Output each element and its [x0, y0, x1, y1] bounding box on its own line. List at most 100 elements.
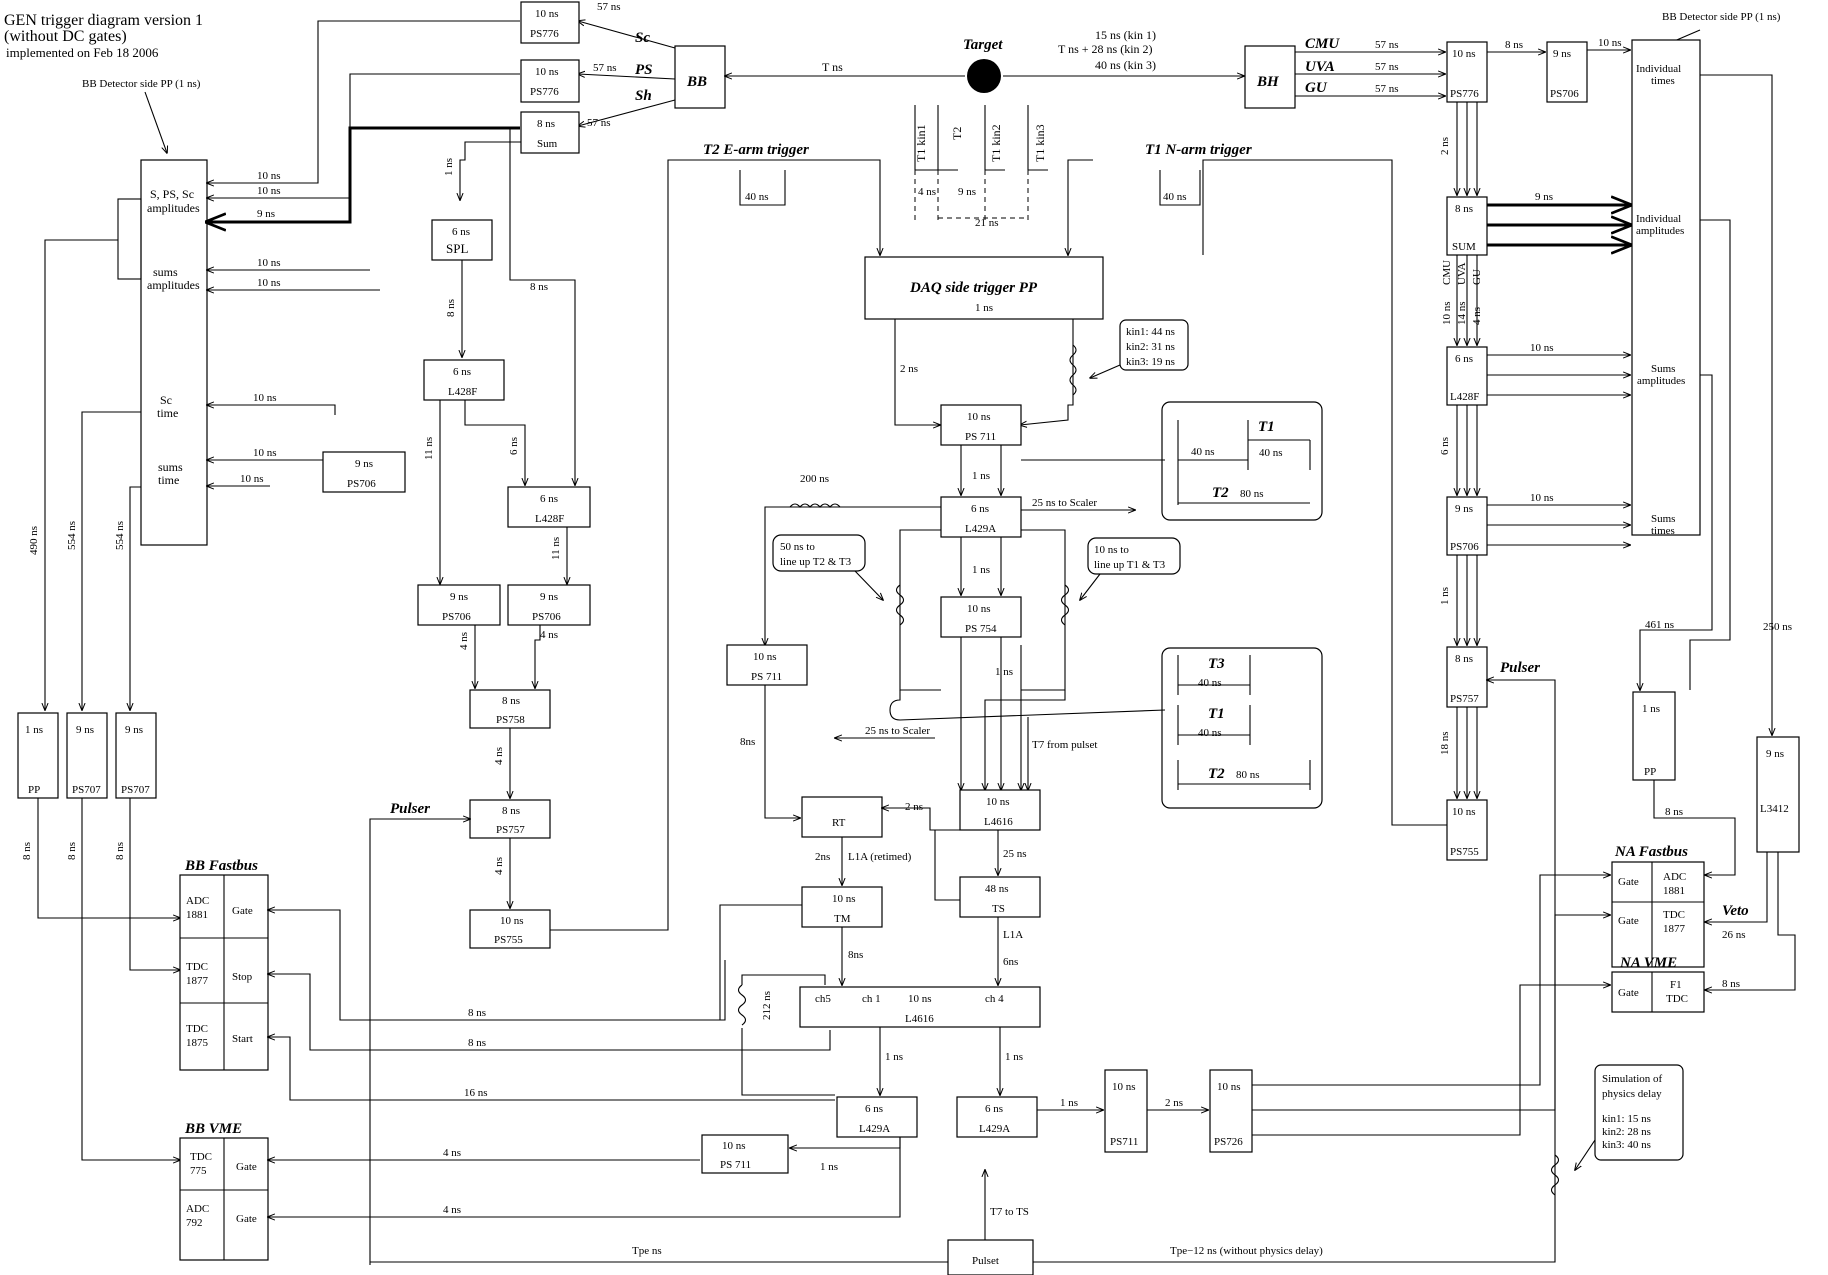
- svg-text:SPL: SPL: [446, 241, 468, 256]
- svg-text:Gate: Gate: [236, 1213, 257, 1225]
- svg-text:8 ns: 8 ns: [1455, 653, 1473, 665]
- bh-label: BH: [1256, 74, 1280, 90]
- svg-text:57 ns: 57 ns: [587, 117, 611, 129]
- svg-text:L4616: L4616: [905, 1013, 934, 1025]
- svg-text:PP: PP: [28, 784, 40, 796]
- t2-e-arm-label: T2 E-arm trigger: [703, 142, 809, 158]
- svg-text:10 ns: 10 ns: [535, 8, 559, 20]
- svg-text:amplitudes: amplitudes: [147, 201, 200, 215]
- svg-text:sums: sums: [153, 265, 178, 279]
- target-label: Target: [963, 37, 1003, 53]
- svg-text:line up T1 & T3: line up T1 & T3: [1094, 559, 1166, 571]
- svg-text:PS758: PS758: [496, 714, 525, 726]
- svg-text:PS706: PS706: [532, 611, 561, 623]
- delay-coil-kin: [1069, 344, 1077, 396]
- svg-text:PS711: PS711: [1110, 1136, 1138, 1148]
- svg-text:40 ns: 40 ns: [1259, 447, 1283, 459]
- module-ps776-sc: 10 ns PS776: [520, 1, 580, 44]
- title-line-2: (without DC gates): [4, 28, 127, 45]
- diagram-title: GEN trigger diagram version 1 (without D…: [4, 12, 203, 60]
- svg-text:8 ns: 8 ns: [66, 842, 78, 860]
- svg-text:775: 775: [190, 1165, 207, 1177]
- svg-text:8 ns: 8 ns: [502, 695, 520, 707]
- svg-text:PS706: PS706: [1450, 541, 1479, 553]
- module-l4616-big: ch5 ch 1 10 ns ch 4 L4616: [799, 986, 1041, 1028]
- svg-text:T3: T3: [1208, 656, 1225, 672]
- svg-text:Stop: Stop: [232, 971, 253, 983]
- delay-coil-t2: [895, 584, 905, 626]
- svg-text:25 ns to Scaler: 25 ns to Scaler: [1032, 497, 1097, 509]
- trigger-slots: T1 kin1 T2 T1 kin2 T1 kin3 4 ns 9 ns 21 …: [914, 105, 1048, 229]
- svg-text:time: time: [157, 406, 178, 420]
- svg-text:1877: 1877: [186, 975, 209, 987]
- module-ps711-mid: 10 ns PS 711: [726, 644, 808, 686]
- svg-text:PS757: PS757: [1450, 693, 1479, 705]
- svg-text:554 ns: 554 ns: [114, 521, 126, 550]
- svg-text:kin1: 44 ns: kin1: 44 ns: [1126, 326, 1175, 338]
- svg-text:10 ns: 10 ns: [257, 257, 281, 269]
- svg-text:SUM: SUM: [1452, 241, 1476, 253]
- svg-text:50 ns to: 50 ns to: [780, 541, 815, 553]
- svg-text:PS707: PS707: [121, 784, 150, 796]
- svg-text:TDC: TDC: [186, 1023, 208, 1035]
- svg-text:L1A: L1A: [1003, 929, 1023, 941]
- svg-text:4 ns: 4 ns: [458, 632, 470, 650]
- delay-coil-212: [737, 984, 747, 1026]
- svg-text:kin1: 15 ns: kin1: 15 ns: [1602, 1113, 1651, 1125]
- title-line-3: implemented on Feb 18 2006: [6, 45, 159, 60]
- svg-text:80 ns: 80 ns: [1240, 488, 1264, 500]
- svg-text:8 ns: 8 ns: [1505, 39, 1523, 51]
- svg-text:T7 to TS: T7 to TS: [990, 1206, 1029, 1218]
- svg-text:8 ns: 8 ns: [468, 1007, 486, 1019]
- pulser-left-label: Pulser: [390, 801, 430, 817]
- na-vme-label: NA VME: [1619, 955, 1677, 971]
- svg-text:40 ns: 40 ns: [1198, 677, 1222, 689]
- svg-text:4 ns: 4 ns: [443, 1147, 461, 1159]
- svg-text:PS706: PS706: [442, 611, 471, 623]
- module-ps707-a: 9 ns PS707: [66, 712, 108, 799]
- svg-text:amplitudes: amplitudes: [1637, 375, 1685, 387]
- svg-text:8 ns: 8 ns: [468, 1037, 486, 1049]
- svg-text:2ns: 2ns: [815, 851, 830, 863]
- svg-text:10 ns: 10 ns: [1441, 301, 1453, 325]
- svg-text:6 ns: 6 ns: [453, 366, 471, 378]
- svg-text:1881: 1881: [1663, 885, 1685, 897]
- bb-detector-box: [674, 45, 726, 109]
- svg-text:8 ns: 8 ns: [1665, 806, 1683, 818]
- svg-text:4 ns: 4 ns: [1471, 307, 1483, 325]
- svg-text:1 ns: 1 ns: [25, 724, 43, 736]
- svg-text:792: 792: [186, 1217, 203, 1229]
- svg-text:21 ns: 21 ns: [975, 217, 999, 229]
- svg-text:9 ns: 9 ns: [1553, 48, 1571, 60]
- svg-text:40 ns: 40 ns: [1163, 191, 1187, 203]
- svg-text:10 ns: 10 ns: [1530, 342, 1554, 354]
- svg-text:10 ns: 10 ns: [908, 993, 932, 1005]
- svg-text:kin3: 40 ns: kin3: 40 ns: [1602, 1139, 1651, 1151]
- svg-text:8 ns: 8 ns: [530, 281, 548, 293]
- svg-text:6 ns: 6 ns: [985, 1103, 1003, 1115]
- ps-label: PS: [635, 62, 653, 78]
- t-ns-label: T ns: [822, 60, 843, 74]
- title-line-1: GEN trigger diagram version 1: [4, 12, 203, 29]
- svg-text:ch 1: ch 1: [862, 993, 881, 1005]
- svg-text:490 ns: 490 ns: [28, 526, 40, 555]
- svg-text:8 ns: 8 ns: [537, 118, 555, 130]
- module-pp-r: 1 ns PP: [1632, 691, 1676, 781]
- svg-text:TS: TS: [992, 903, 1005, 915]
- module-ps758: 8 ns PS758: [469, 689, 551, 729]
- svg-text:DAQ side trigger PP: DAQ side trigger PP: [909, 280, 1038, 296]
- module-l428f-1: 6 ns L428F: [423, 359, 505, 401]
- svg-text:4 ns: 4 ns: [540, 629, 558, 641]
- svg-text:10 ns: 10 ns: [986, 796, 1010, 808]
- svg-text:9 ns: 9 ns: [958, 186, 976, 198]
- svg-text:11 ns: 11 ns: [550, 537, 562, 560]
- svg-text:9 ns: 9 ns: [1455, 503, 1473, 515]
- svg-text:Sc: Sc: [160, 393, 172, 407]
- svg-text:10 ns: 10 ns: [1598, 37, 1622, 49]
- svg-text:TDC: TDC: [186, 961, 208, 973]
- svg-text:PS707: PS707: [72, 784, 101, 796]
- svg-text:6 ns: 6 ns: [1455, 353, 1473, 365]
- svg-text:10 ns: 10 ns: [1217, 1081, 1241, 1093]
- svg-text:6 ns: 6 ns: [540, 493, 558, 505]
- svg-text:T1 kin2: T1 kin2: [989, 124, 1003, 162]
